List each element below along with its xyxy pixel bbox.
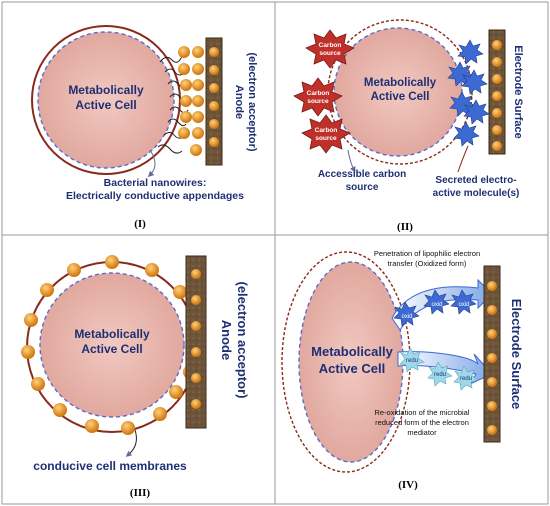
panel-1: Metabolically Active Cell	[31, 25, 258, 230]
cell-outer-ring	[31, 25, 181, 175]
caption-left-line2: source	[346, 182, 379, 193]
electrode-label: Electrode Surface	[512, 45, 524, 139]
caption-right-line1: Secreted electro-	[435, 175, 516, 186]
svg-text:Carbon: Carbon	[307, 90, 330, 97]
panel-numeral: (II)	[397, 221, 413, 233]
oxid-molecules	[393, 289, 477, 327]
carbon-source-2: Carbon source	[293, 77, 343, 117]
anode-electrode	[185, 255, 207, 429]
cell-label-line1: Metabolically	[68, 83, 144, 97]
cell-label-line1: Metabolically	[311, 344, 393, 359]
caption-pointer	[125, 429, 137, 457]
redu-molecules	[399, 347, 479, 391]
carbon-source-3: Carbon source	[301, 114, 351, 154]
panel-numeral: (I)	[134, 218, 146, 230]
panel-numeral: (IV)	[398, 479, 418, 491]
caption-pointer	[147, 149, 156, 178]
redu-label-2: redu	[434, 372, 446, 378]
oxid-label-3: oxid	[458, 302, 469, 308]
anode-sublabel: (electron acceptor)	[246, 52, 258, 151]
svg-text:Carbon: Carbon	[319, 42, 342, 49]
oxid-label-1: oxid	[401, 314, 412, 320]
anode-sublabel: (electron acceptor)	[235, 281, 250, 398]
caption-line1: Bacterial nanowires:	[104, 177, 207, 189]
molecule-pointer	[457, 145, 469, 173]
electron-stack	[178, 46, 204, 156]
secreted-molecules	[447, 39, 490, 147]
caption: conducive cell membranes	[33, 459, 187, 473]
redu-label-3: redu	[460, 376, 472, 382]
electrode-electrons	[492, 40, 502, 151]
panel-4: Metabolically Active Cell Penetration of…	[281, 249, 524, 491]
bottom-caption-line2: reduced form of the electron	[375, 418, 469, 427]
anode-label: Anode	[233, 85, 245, 119]
anode-electrons	[209, 47, 219, 147]
svg-text:Carbon: Carbon	[315, 127, 338, 134]
panel-numeral: (III)	[130, 487, 151, 499]
caption-right-line2: active molecule(s)	[433, 188, 520, 199]
svg-text:source: source	[319, 50, 341, 57]
top-caption-line1: Penetration of lipophilic electron	[374, 249, 480, 258]
caption-left-line1: Accessible carbon	[318, 169, 406, 180]
cell-label-line1: Metabolically	[364, 77, 437, 89]
bottom-caption-line3: mediator	[407, 428, 437, 437]
cell-label-line2: Active Cell	[371, 91, 430, 103]
cell-label-line1: Metabolically	[74, 327, 150, 341]
caption-line2: Electrically conductive appendages	[66, 190, 244, 202]
svg-text:source: source	[315, 135, 337, 142]
carbon-source-1: Carbon source	[305, 29, 355, 69]
top-caption-line2: transfer (Oxidized form)	[388, 259, 467, 268]
cell-body	[39, 272, 185, 418]
cell-label-line2: Active Cell	[81, 342, 142, 356]
electrode-electrons	[487, 281, 497, 435]
bottom-caption-line1: Re-oxidation of the microbial	[374, 408, 469, 417]
panel-3: Metabolically Active Cell	[21, 255, 250, 499]
oxid-label-2: oxid	[431, 302, 442, 308]
carbon-pointer	[347, 149, 356, 173]
anode-electrons	[191, 269, 201, 409]
cell-label-line2: Active Cell	[75, 98, 136, 112]
panel-2: Metabolically Active Cell Carbon source …	[293, 19, 524, 233]
redu-label-1: redu	[406, 358, 418, 364]
svg-text:source: source	[307, 98, 329, 105]
cell-label-line2: Active Cell	[319, 361, 385, 376]
electrode-label: Electrode Surface	[509, 299, 524, 410]
anode-label: Anode	[219, 320, 234, 360]
cell-body	[37, 31, 175, 169]
